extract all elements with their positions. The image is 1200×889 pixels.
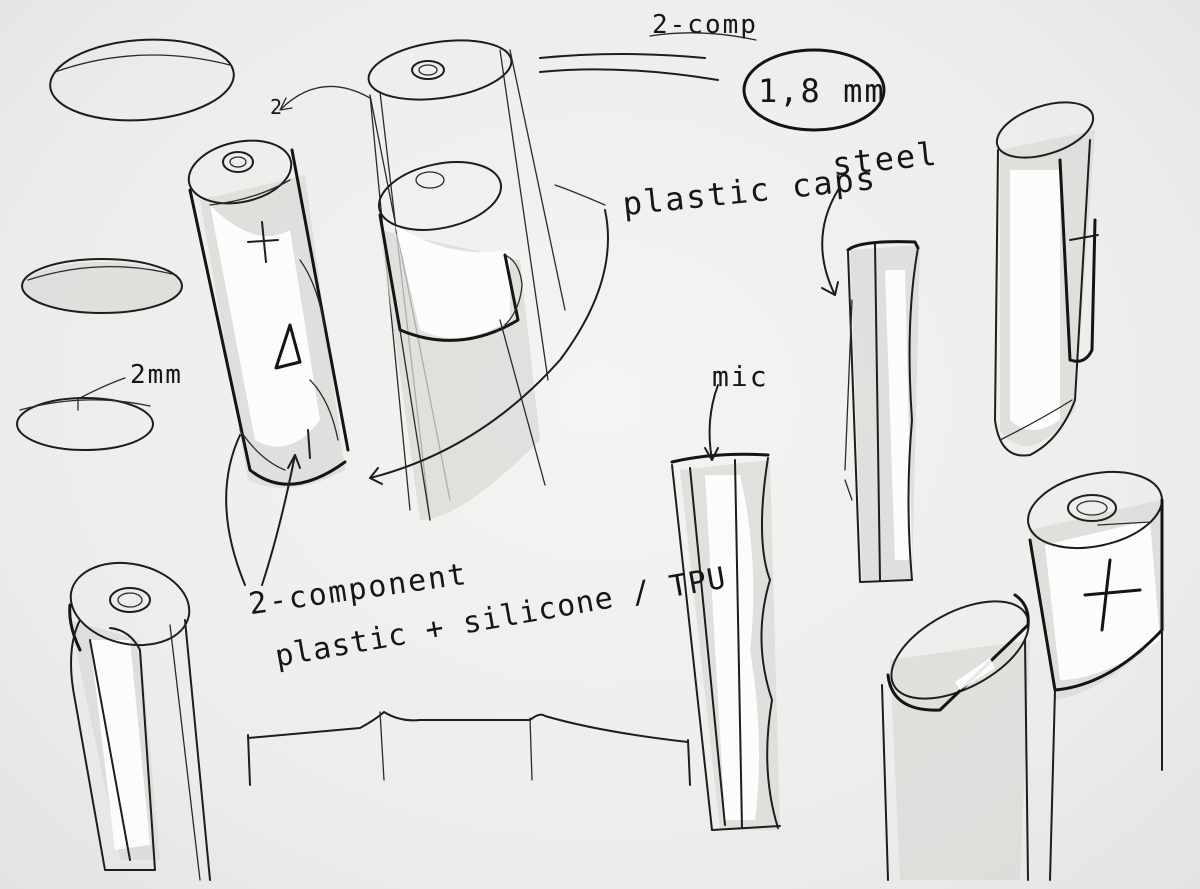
arrow-head-mic xyxy=(704,447,719,461)
device-cap-sketch xyxy=(377,161,546,521)
arrow-mic xyxy=(708,384,719,461)
note-thickness: 1,8 mm xyxy=(758,72,886,110)
arrow-head-caps xyxy=(369,467,383,485)
arrow-label-two: 2 xyxy=(270,95,285,119)
device-right-plus-sketch xyxy=(1027,471,1165,881)
device-mic-sketch xyxy=(670,452,781,831)
two-comp-lines xyxy=(539,32,757,81)
arrow-head-steel xyxy=(821,281,839,296)
arrow-material-left xyxy=(225,434,246,586)
arrow-caps-curve xyxy=(369,209,609,479)
thickness-oval xyxy=(742,48,886,132)
device-steel-sketch xyxy=(844,240,920,583)
cap-oval-top xyxy=(49,38,235,122)
arrow-steel xyxy=(821,189,839,296)
device-clip-sketch xyxy=(68,561,211,881)
profile-section xyxy=(247,711,691,786)
arrow-material-right xyxy=(261,454,296,586)
device-right-clip-sketch xyxy=(994,101,1099,457)
note-mic: mic xyxy=(712,360,769,393)
arrow-caps-link xyxy=(554,184,606,206)
device-oval-cap-sketch xyxy=(881,593,1030,881)
cap-oval-middle xyxy=(21,258,183,314)
note-two-comp: 2-comp xyxy=(652,10,758,40)
arrow-to-device-top xyxy=(279,85,371,111)
cap-oval-thin xyxy=(16,377,154,451)
device-buttons-sketch xyxy=(187,139,350,488)
arrow-head-top xyxy=(279,97,293,111)
arrow-head-material xyxy=(287,454,301,469)
note-wall-thickness: 2mm xyxy=(130,360,183,390)
